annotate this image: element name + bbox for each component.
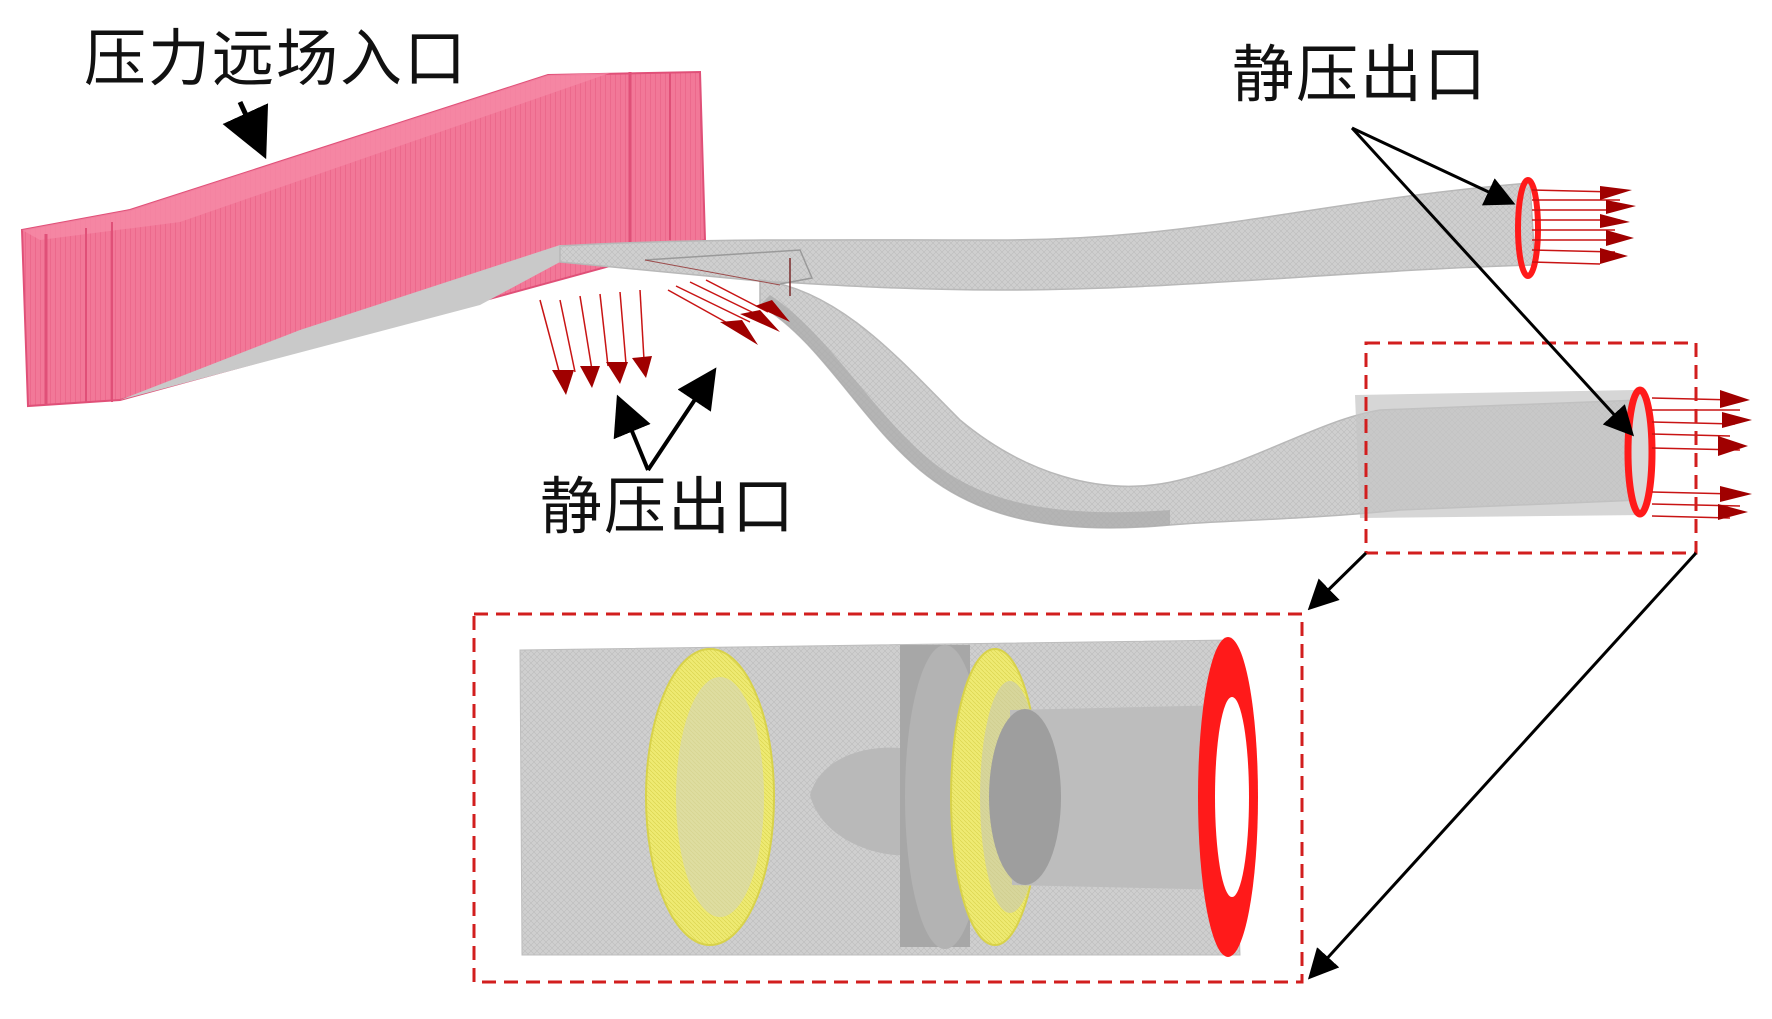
outlet-ring-top-right	[1515, 177, 1541, 279]
callout-box-lower	[472, 612, 1304, 984]
outlet-arrows-bottom-right	[1651, 390, 1752, 520]
outlet-label-top-right: 静压出口	[1232, 38, 1489, 111]
outlet-ring-bottom-right	[1624, 386, 1656, 518]
outlet-label-bottom-left: 静压出口	[540, 470, 797, 543]
inlet-block	[20, 70, 707, 408]
outlet-arrows-lower-left	[539, 279, 790, 395]
inlet-label: 压力远场入口	[84, 22, 469, 95]
zoomed-detail	[472, 612, 1304, 984]
duct-body	[120, 182, 1645, 529]
pointer-arrows	[222, 100, 1698, 980]
callout-box-upper	[1364, 341, 1698, 555]
outlet-arrows-top-right	[1531, 186, 1636, 265]
